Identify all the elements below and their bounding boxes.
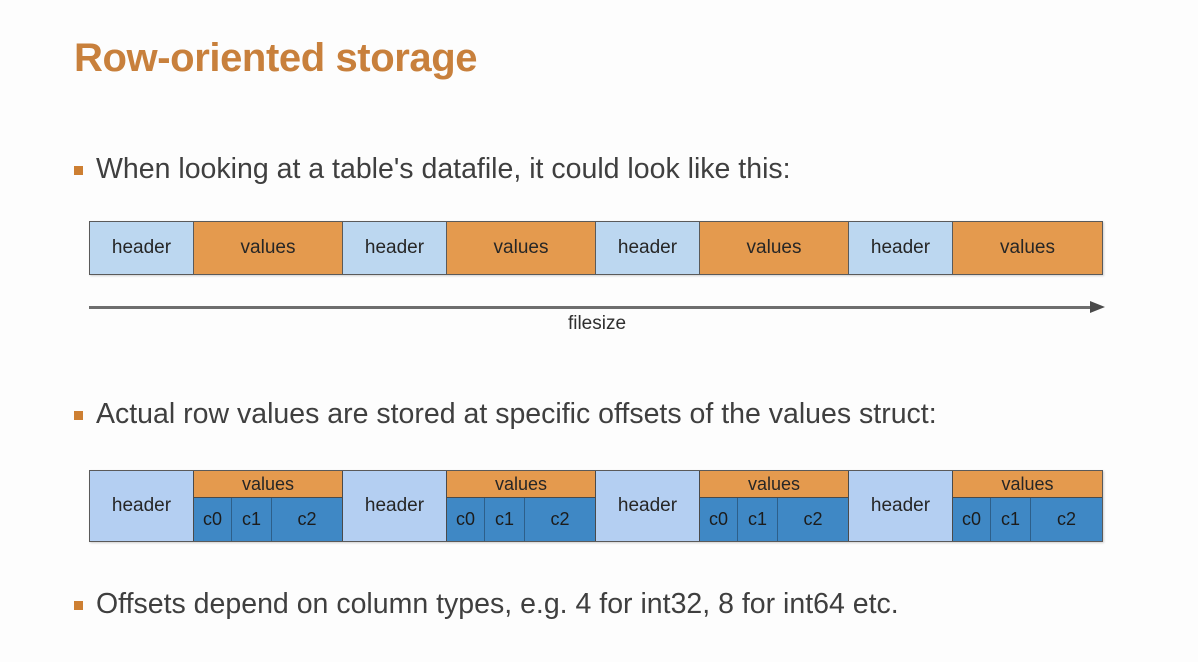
diagram2-column-c2: c2 <box>803 509 823 529</box>
diagram2-values-group: values c0 c1 c2 <box>194 471 343 541</box>
bullet-item-3: Offsets depend on column types, e.g. 4 f… <box>74 588 899 621</box>
diagram2-column-c0: c0 <box>700 498 738 541</box>
diagram2-values-label: values <box>700 471 848 498</box>
page-title: Row-oriented storage <box>74 36 478 80</box>
row-offsets-diagram: header values c0 c1 c2 header values c0 … <box>89 470 1103 542</box>
row-layout-diagram: header values header values header value… <box>89 221 1103 275</box>
diagram2-column-c1: c1 <box>485 498 525 541</box>
diagram2-column-c2: c2 <box>1056 509 1076 529</box>
diagram2-header-block: header <box>849 471 953 541</box>
diagram2-values-label: values <box>447 471 595 498</box>
diagram1-values-block: values <box>953 222 1102 274</box>
diagram2-column-c1: c1 <box>738 498 778 541</box>
diagram2-header-block: header <box>596 471 700 541</box>
bullet-square-icon <box>74 166 83 175</box>
diagram2-column-c1: c1 <box>232 498 272 541</box>
diagram2-values-label: values <box>953 471 1102 498</box>
bullet-item-2: Actual row values are stored at specific… <box>74 398 937 431</box>
diagram2-header-block: header <box>90 471 194 541</box>
arrow-head-icon <box>1090 301 1105 313</box>
diagram2-values-group: values c0 c1 c2 <box>953 471 1102 541</box>
bullet-square-icon <box>74 411 83 420</box>
axis-line <box>89 306 1091 309</box>
bullet-item-1: When looking at a table's datafile, it c… <box>74 153 791 186</box>
diagram2-column-row: c0 c1 c2 <box>194 498 342 541</box>
diagram2-column-row: c0 c1 c2 <box>447 498 595 541</box>
diagram1-values-block: values <box>700 222 849 274</box>
diagram2-column-c0: c0 <box>194 498 232 541</box>
bullet-text-1: When looking at a table's datafile, it c… <box>96 153 791 185</box>
diagram2-values-group: values c0 c1 c2 <box>700 471 849 541</box>
bullet-square-icon <box>74 601 83 610</box>
bullet-text-3: Offsets depend on column types, e.g. 4 f… <box>96 588 899 620</box>
diagram2-column-c0: c0 <box>953 498 991 541</box>
diagram2-column-c1: c1 <box>991 498 1031 541</box>
diagram1-header-block: header <box>343 222 447 274</box>
diagram2-column-c2: c2 <box>550 509 570 529</box>
diagram1-header-block: header <box>849 222 953 274</box>
diagram2-values-label: values <box>194 471 342 498</box>
diagram2-header-block: header <box>343 471 447 541</box>
diagram1-header-block: header <box>596 222 700 274</box>
diagram2-column-c2: c2 <box>297 509 317 529</box>
bullet-text-2: Actual row values are stored at specific… <box>96 398 937 430</box>
diagram1-values-block: values <box>194 222 343 274</box>
filesize-axis-arrow <box>89 300 1105 316</box>
diagram2-column-row: c0 c1 c2 <box>953 498 1102 541</box>
diagram2-values-group: values c0 c1 c2 <box>447 471 596 541</box>
diagram1-values-block: values <box>447 222 596 274</box>
filesize-axis-label: filesize <box>567 313 627 334</box>
diagram1-header-block: header <box>90 222 194 274</box>
diagram2-column-c0: c0 <box>447 498 485 541</box>
diagram2-column-row: c0 c1 c2 <box>700 498 848 541</box>
